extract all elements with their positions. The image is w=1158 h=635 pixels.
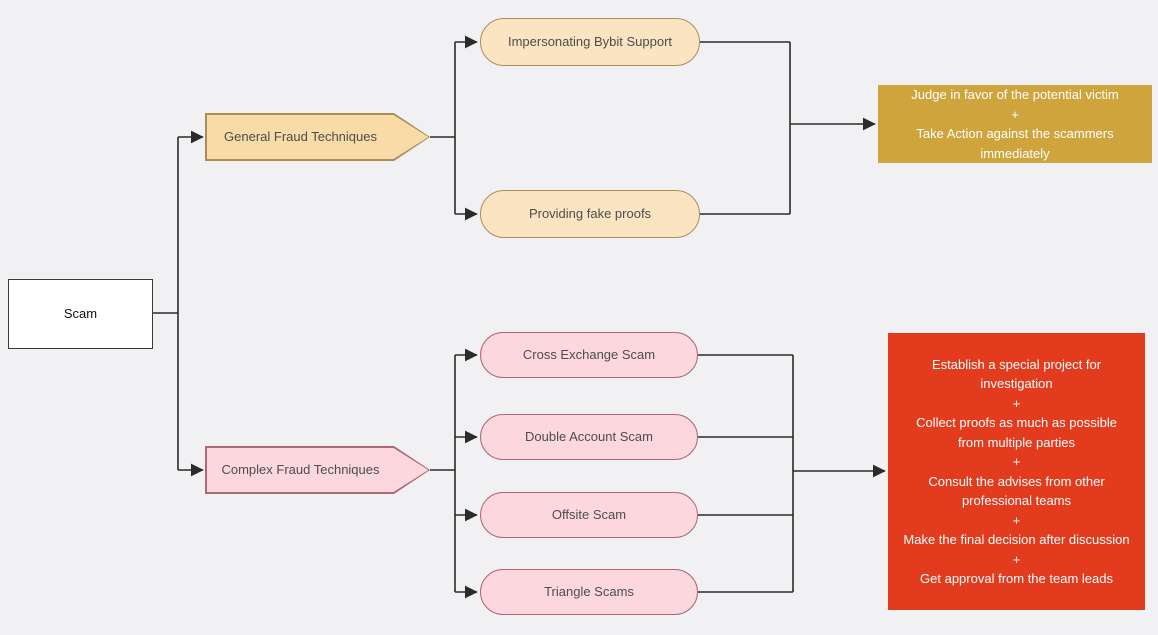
scam-root-node: Scam — [8, 279, 153, 349]
node-providing-fake-proofs: Providing fake proofs — [480, 190, 700, 238]
node-label: Triangle Scams — [544, 583, 634, 599]
scam-root-label: Scam — [63, 305, 98, 321]
branch-general-label: General Fraud Techniques — [224, 128, 377, 144]
branch-general-fraud-techniques: General Fraud Techniques — [205, 113, 430, 161]
branch-complex-fraud-techniques: Complex Fraud Techniques — [205, 446, 430, 494]
outcome-general-fraud-action: Judge in favor of the potential victim +… — [878, 85, 1152, 163]
node-label: Offsite Scam — [551, 506, 627, 522]
node-label: Cross Exchange Scam — [522, 346, 656, 362]
outcome-complex-fraud-action: Establish a special project for investig… — [888, 333, 1145, 610]
node-label: Double Account Scam — [525, 428, 653, 444]
node-cross-exchange-scam: Cross Exchange Scam — [480, 332, 698, 378]
node-label: Providing fake proofs — [528, 205, 652, 221]
node-label: Impersonating Bybit Support — [507, 33, 673, 49]
branch-complex-label: Complex Fraud Techniques — [221, 461, 380, 477]
node-impersonating-bybit-support: Impersonating Bybit Support — [480, 18, 700, 66]
node-double-account-scam: Double Account Scam — [480, 414, 698, 460]
node-triangle-scams: Triangle Scams — [480, 569, 698, 615]
node-offsite-scam: Offsite Scam — [480, 492, 698, 538]
